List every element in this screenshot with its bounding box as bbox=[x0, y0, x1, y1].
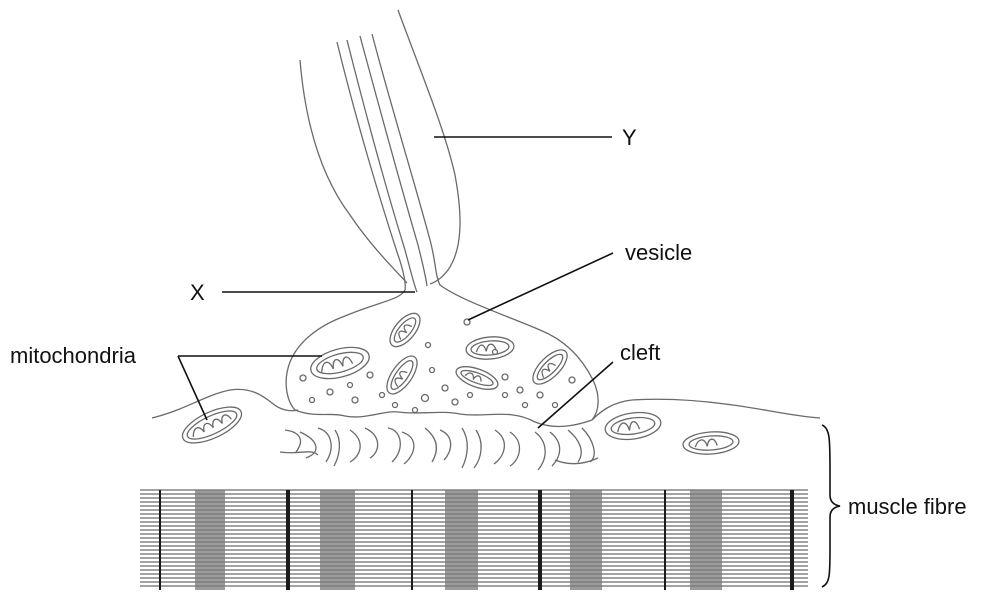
mitochondrion-1 bbox=[178, 400, 247, 451]
z-line bbox=[790, 490, 794, 590]
label-y: Y bbox=[622, 125, 637, 150]
label-line-vesicle bbox=[468, 253, 613, 320]
sarcolemma bbox=[152, 389, 820, 420]
label-muscle-fibre: muscle fibre bbox=[848, 494, 967, 519]
mitochondria-group bbox=[178, 308, 740, 456]
fold-1 bbox=[285, 430, 316, 458]
fold-5 bbox=[425, 428, 451, 462]
mitochondrion-4 bbox=[381, 351, 423, 399]
label-line-cleft bbox=[538, 362, 613, 428]
mitochondrion-6 bbox=[453, 362, 501, 394]
junctional-folds bbox=[280, 410, 598, 470]
myelin-sheath-outer-right bbox=[398, 10, 460, 284]
z-line bbox=[286, 490, 290, 590]
z-line bbox=[664, 490, 666, 590]
a-band bbox=[445, 490, 478, 590]
mitochondrion-9 bbox=[682, 430, 739, 456]
axon-inner-left bbox=[347, 40, 417, 292]
mitochondrion-7 bbox=[527, 344, 572, 389]
fold-outline bbox=[295, 410, 592, 426]
label-line-mitochondria-2 bbox=[178, 356, 207, 420]
mitochondrion-2 bbox=[307, 342, 372, 385]
myofibrils bbox=[140, 490, 808, 590]
fold-9 bbox=[568, 428, 594, 462]
mitochondrion-3 bbox=[384, 308, 425, 351]
fold-7 bbox=[494, 430, 519, 466]
a-band bbox=[690, 490, 722, 590]
muscle-fibre-brace bbox=[822, 425, 840, 587]
fold-6 bbox=[462, 428, 481, 468]
z-line bbox=[538, 490, 542, 590]
fold-4 bbox=[388, 428, 414, 464]
z-line bbox=[159, 490, 161, 590]
a-band bbox=[320, 490, 355, 590]
fold-2 bbox=[318, 428, 339, 466]
myelin-sheath-outer-left bbox=[300, 60, 407, 283]
axon-inner-right bbox=[360, 36, 427, 286]
a-band bbox=[195, 490, 225, 590]
fold-3 bbox=[350, 428, 378, 462]
mitochondrion-8 bbox=[603, 409, 662, 443]
label-vesicle: vesicle bbox=[625, 240, 692, 265]
fold-8 bbox=[535, 432, 560, 470]
a-band bbox=[570, 490, 602, 590]
mitochondrion-5 bbox=[465, 335, 515, 361]
label-mitochondria: mitochondria bbox=[10, 343, 137, 368]
z-line bbox=[411, 490, 413, 590]
label-x: X bbox=[190, 280, 205, 305]
synaptic-vesicles bbox=[300, 319, 575, 413]
label-cleft: cleft bbox=[620, 340, 660, 365]
